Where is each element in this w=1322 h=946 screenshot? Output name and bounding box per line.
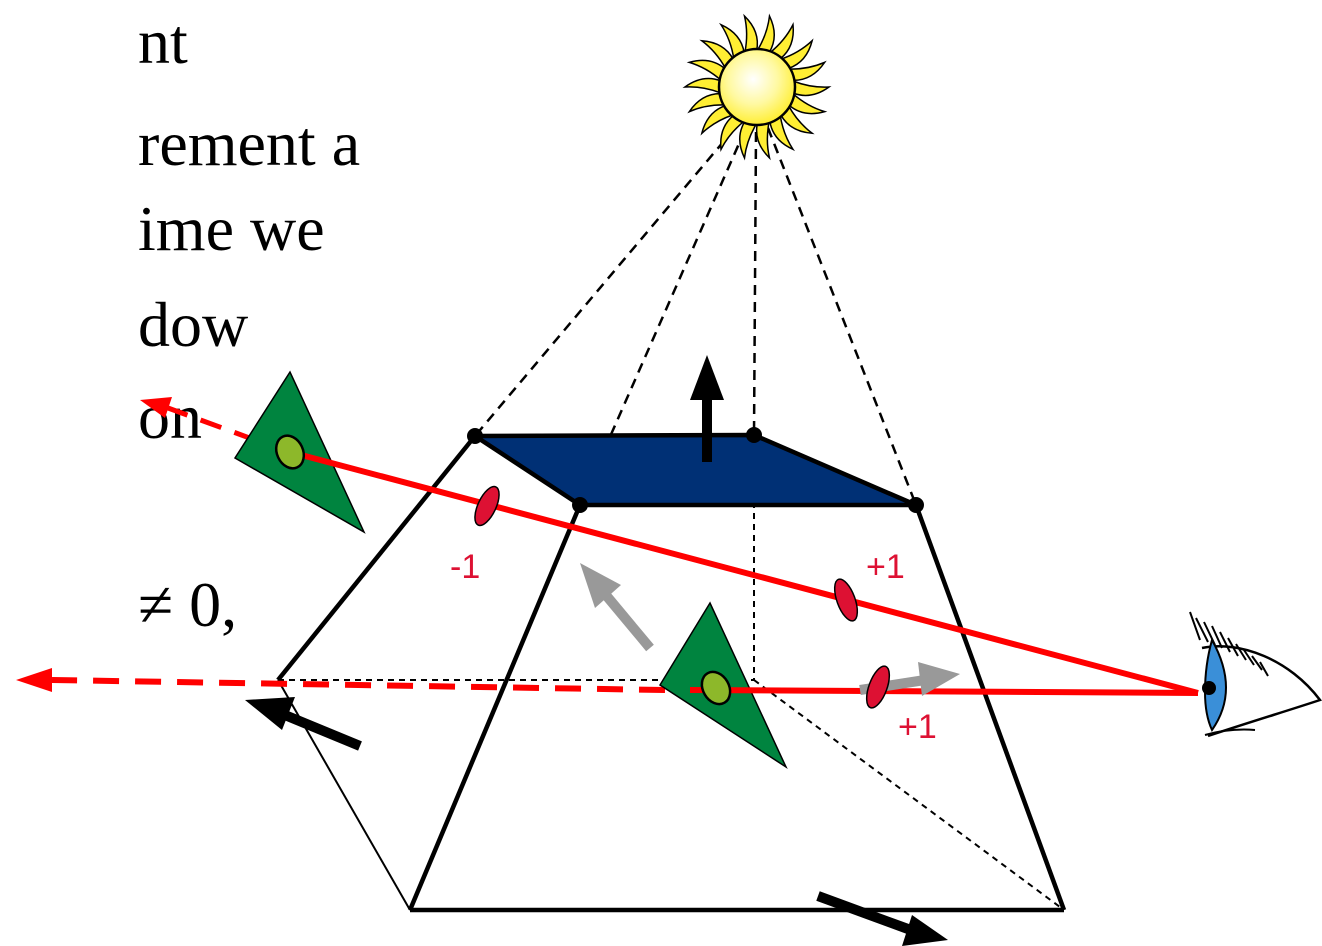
text-line-6: ≠ 0, — [138, 569, 238, 640]
counter-label-plus-lower: +1 — [898, 708, 937, 746]
sun-ray — [700, 104, 735, 136]
sun-ray — [792, 79, 832, 97]
sun-ray — [699, 39, 735, 70]
text-line-2: rement a — [138, 108, 361, 179]
sun-icon — [682, 13, 832, 161]
occluder-polygon — [472, 432, 919, 508]
surface-point-upper — [274, 434, 306, 470]
text-line-3: ime we — [138, 193, 325, 264]
sun-ray — [779, 104, 815, 135]
eye-icon — [1189, 611, 1322, 738]
sun-ray — [755, 120, 771, 161]
sun-ray — [718, 22, 746, 61]
sun-ray — [719, 114, 746, 152]
normal-arrow-up — [690, 355, 724, 462]
surface-point-lower — [700, 670, 732, 706]
volume-edges — [276, 434, 1067, 913]
occluder-vertices — [467, 427, 924, 513]
sun-ray — [768, 22, 795, 60]
intersection-markers — [474, 485, 891, 709]
sun-ray — [779, 38, 814, 70]
text-line-1: nt — [138, 6, 188, 77]
dashed-ray-upper — [140, 397, 256, 443]
eye-rays — [289, 449, 1199, 696]
sun-ray — [787, 92, 828, 115]
normal-arrow-down — [816, 891, 948, 946]
sun-ray — [687, 92, 727, 114]
sun-ray — [686, 59, 727, 82]
sun-ray — [738, 120, 758, 161]
counter-label-minus: -1 — [450, 548, 480, 586]
text-line-4: dow — [138, 289, 249, 360]
sun-ray — [756, 13, 776, 54]
text-line-5: on — [138, 381, 202, 452]
sun-ray — [768, 113, 796, 152]
normal-arrow-gray-up-left — [580, 563, 654, 652]
sun-ray — [787, 60, 827, 82]
sun-ray — [682, 77, 722, 95]
sun-ray — [743, 13, 759, 54]
dashed-ray-lower — [16, 668, 666, 693]
counter-label-plus-upper: +1 — [866, 548, 905, 586]
normal-arrow-left — [245, 697, 362, 751]
